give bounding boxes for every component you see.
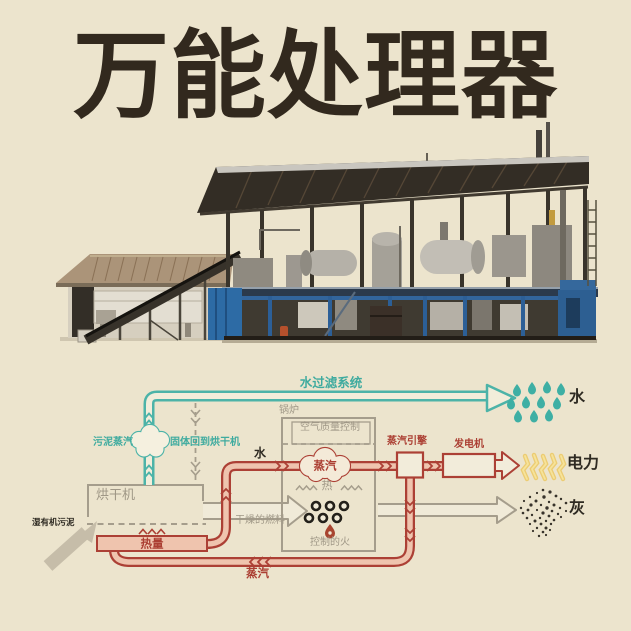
fuel-pellets-icon [303,500,350,524]
shed-building [56,254,234,338]
steam-loop-chevrons [220,460,442,568]
heat-box-label: 热量 [140,535,164,550]
dryer-label: 烘干机 [96,488,136,503]
generator-label: 发电机 [454,439,484,450]
heat-box [96,535,208,552]
water-pipe-chevrons [144,412,154,478]
page-title: 万能处理器 [73,20,558,132]
conveyor-ramp [77,250,243,345]
water-filter-system-label: 水过滤系统 [299,375,363,390]
steam-engine-label: 蒸汽引擎 [387,436,427,447]
heat-box-chevrons [138,528,166,535]
electricity-icon [520,452,567,482]
steam-bottom-label: 蒸汽 [246,566,269,580]
steam-cloud-shape [298,446,352,483]
wet-sludge-arrow [43,521,97,571]
air-quality-label: 空气质量控制 [300,422,360,433]
controlled-fire-label: 控制的火 [310,537,350,548]
lower-level [208,280,596,340]
dried-fuel-label: 干燥的燃料 [235,515,285,526]
steam-engine-box [395,451,425,479]
sludge-steam-cloud [129,423,171,458]
heat-char-label: 热 [321,479,333,492]
boiler-box [281,417,376,552]
ladder [587,200,597,286]
water-in-label: 水 [254,446,267,460]
water-droplets-icon [507,381,565,423]
ash-label: 灰 [569,498,586,517]
solids-return-label: 固体回到烘干机 [170,437,240,448]
water-out-label: 水 [569,387,586,406]
electricity-label: 电力 [567,453,600,472]
generator-box [441,452,497,479]
fire-icon [325,524,335,539]
processing-plant [197,122,598,340]
sludge-steam-label: 污泥蒸汽 [93,437,133,448]
wet-sludge-label: 湿有机污泥 [32,518,75,528]
plant-photo [56,122,598,345]
boiler-label: 锅炉 [279,405,299,416]
heat-chevrons [295,484,363,491]
ash-arrow [378,496,517,524]
water-pipe [143,383,517,485]
upper-machinery [233,190,572,288]
solids-return-line [190,403,201,484]
ash-dots-icon [519,488,568,538]
electricity-arrow [494,451,520,480]
steam-cloud-label: 蒸汽 [313,458,337,473]
